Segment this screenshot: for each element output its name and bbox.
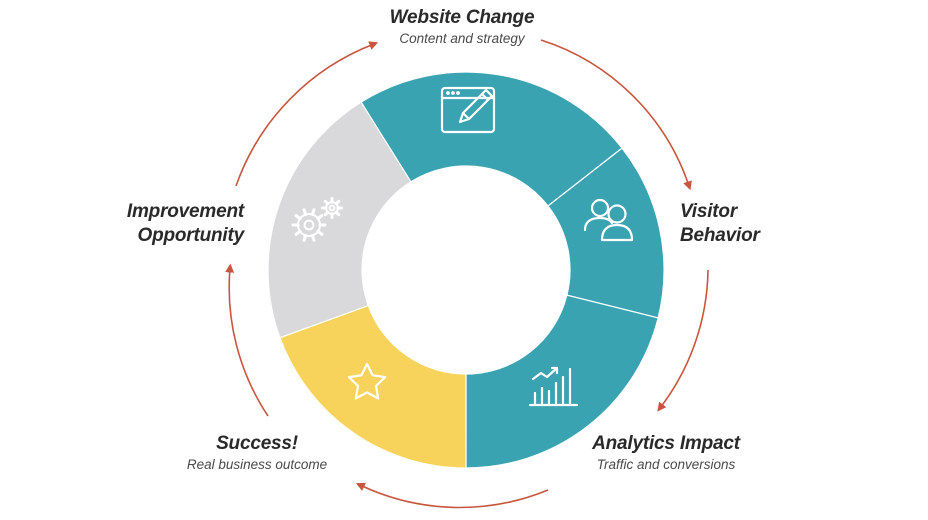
bar-chart-icon (528, 366, 579, 407)
subtitle-website-change: Content and strategy (399, 31, 525, 46)
arrow-to-analytics-impact (657, 269, 709, 412)
title-improvement-opportunity-line1: Improvement (126, 201, 244, 222)
label-analytics-impact: Analytics Impact Traffic and conversions (566, 432, 766, 474)
arrow-to-website-change (235, 41, 379, 187)
arrow-to-visitor-behavior (540, 39, 692, 191)
title-success: Success! (216, 433, 298, 454)
segment-website-change (360, 71, 623, 207)
segment-improvement-opportunity (267, 101, 412, 339)
users-icon (583, 198, 634, 242)
title-visitor-behavior-line2: Behavior (680, 225, 760, 246)
cycle-arrows (225, 39, 709, 509)
label-visitor-behavior: Visitor Behavior (680, 200, 760, 248)
segment-success (279, 304, 467, 469)
label-website-change: Website Change Content and strategy (362, 6, 562, 48)
label-success: Success! Real business outcome (157, 432, 357, 474)
star-icon (347, 362, 387, 400)
subtitle-analytics-impact: Traffic and conversions (596, 457, 736, 472)
arrow-to-success (355, 482, 549, 509)
arrow-to-improvement-opportunity (225, 263, 269, 417)
gears-icon (291, 197, 343, 242)
subtitle-success: Real business outcome (186, 457, 328, 472)
title-improvement-opportunity-line2: Opportunity (137, 225, 244, 246)
edit-window-icon (440, 86, 496, 134)
title-website-change: Website Change (389, 7, 535, 28)
label-improvement-opportunity: Improvement Opportunity (64, 200, 244, 248)
title-analytics-impact: Analytics Impact (592, 433, 740, 454)
title-visitor-behavior-line1: Visitor (680, 201, 738, 222)
